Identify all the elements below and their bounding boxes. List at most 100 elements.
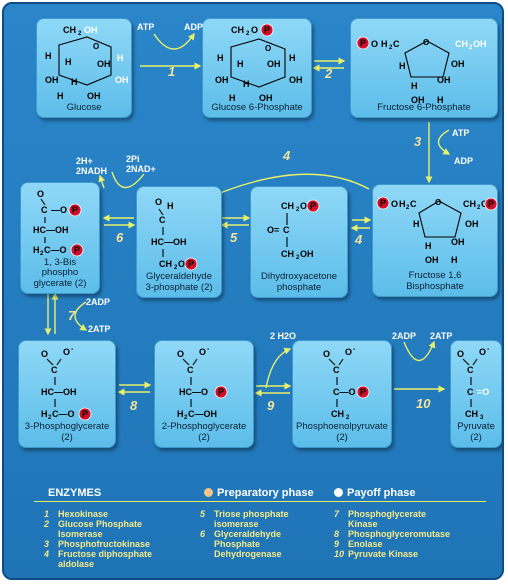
svg-text:2: 2 xyxy=(296,207,300,213)
2-phosphoglycerate-label: 2-Phosphoglycerate(2) xyxy=(155,421,253,443)
h-plus-label: 2H+ xyxy=(76,156,93,166)
step-number-6: 6 xyxy=(116,230,124,245)
svg-text:O: O xyxy=(371,39,378,49)
svg-text:H: H xyxy=(177,409,184,419)
step-number-7: 7 xyxy=(68,308,76,323)
svg-text:H: H xyxy=(45,51,52,61)
svg-text:CH: CH xyxy=(231,25,244,35)
step-number-9: 9 xyxy=(267,398,275,413)
enzyme-2-name-line2: Isomerase xyxy=(58,529,103,539)
step-number-2: 2 xyxy=(325,66,333,81)
svg-text:2: 2 xyxy=(184,415,188,421)
svg-text:2: 2 xyxy=(78,31,82,37)
svg-text:2: 2 xyxy=(389,45,393,51)
preparatory-phase-key: Preparatory phase xyxy=(204,487,314,499)
water-release-curve xyxy=(265,347,292,389)
adp-label-step1: ADP xyxy=(184,22,204,32)
svg-text:CH: CH xyxy=(331,409,344,419)
enzyme-8: 8 Phosphoglyceromutase xyxy=(334,529,450,539)
enzyme-8-name: Phosphoglyceromutase xyxy=(348,529,451,539)
svg-text:OH: OH xyxy=(451,59,465,69)
svg-text:CH: CH xyxy=(465,409,478,419)
adp-label-step3: ADP xyxy=(454,156,474,166)
svg-text:H: H xyxy=(451,255,458,265)
svg-text:2: 2 xyxy=(346,415,350,421)
enzyme-8-num: 8 xyxy=(334,529,340,539)
fructose-bisphosphate-label-line1: Fructose 1,6 xyxy=(408,270,462,281)
3-phosphoglycerate-label-line2: (2) xyxy=(61,431,73,443)
nadh-label: 2H+2NADH xyxy=(76,156,107,176)
svg-text:CH: CH xyxy=(455,39,468,49)
svg-text:OH: OH xyxy=(300,249,314,259)
atp-label-step1: ATP xyxy=(137,22,155,32)
svg-text:O=: O= xyxy=(267,225,279,235)
svg-text:O: O xyxy=(481,199,488,209)
g3p-label-line1: Glyceraldehyde xyxy=(145,271,212,282)
enzyme-2-num: 2 xyxy=(44,519,50,529)
adp-label-step7: 2ADP xyxy=(86,297,111,307)
enzyme-7-name-line2: Kinase xyxy=(348,519,378,529)
nadh-arrow-tip xyxy=(98,174,106,189)
svg-text:P: P xyxy=(188,259,194,269)
enzyme-3-num: 3 xyxy=(44,539,50,549)
enzyme-1-name: Hexokinase xyxy=(58,509,109,519)
svg-text:O: O xyxy=(37,189,44,199)
enzyme-4-name-line2: aldolase xyxy=(58,559,95,569)
bisphosphoglycerate-label-line2: phospho xyxy=(41,267,79,278)
payoff-dot-icon xyxy=(334,488,343,497)
2-phosphoglycerate-label-line2: (2) xyxy=(198,431,210,443)
svg-text:H: H xyxy=(243,79,250,89)
atp-label-step10: 2ATP xyxy=(430,331,453,341)
adp-atp-curve-7 xyxy=(74,301,88,331)
svg-text:P: P xyxy=(72,205,78,215)
nad-nadh-curve xyxy=(111,171,145,189)
svg-text:H: H xyxy=(57,91,64,101)
svg-text:HC—OH: HC—OH xyxy=(33,225,69,235)
svg-text:O: O xyxy=(479,347,486,357)
enzyme-7-name-line1: Phosphoglycerate xyxy=(348,509,427,519)
svg-text:H: H xyxy=(289,53,296,63)
step-number-1: 1 xyxy=(168,64,176,79)
water-label: 2 H2O xyxy=(270,331,297,341)
svg-text:H: H xyxy=(71,77,78,87)
svg-text:3: 3 xyxy=(480,415,484,421)
enzyme-2-name-line1: Glucose Phosphate xyxy=(58,519,143,529)
svg-text:H: H xyxy=(65,57,72,67)
fructose-bisphosphate-label-line2: Bisphosphate xyxy=(406,280,464,292)
svg-text:CH: CH xyxy=(463,199,476,209)
arrow-step-4-curve xyxy=(197,173,370,203)
svg-text:2: 2 xyxy=(469,45,473,51)
svg-text:H: H xyxy=(229,93,236,103)
svg-text:C—O: C—O xyxy=(333,387,356,397)
svg-text:C: C xyxy=(333,365,340,375)
svg-text:O: O xyxy=(93,42,99,51)
pi-label: 2Pi xyxy=(126,154,140,164)
enzyme-5-num: 5 xyxy=(200,509,206,519)
svg-text:HC—OH: HC—OH xyxy=(151,237,187,247)
preparatory-dot-icon xyxy=(204,488,213,497)
svg-text:OH: OH xyxy=(437,75,451,85)
svg-text:O: O xyxy=(457,349,464,359)
svg-text:-: - xyxy=(71,346,74,353)
nad-label: 2NAD+ xyxy=(126,164,156,174)
svg-text:CH: CH xyxy=(159,259,172,269)
enzyme-6-name-line2: Phosphate xyxy=(214,539,261,549)
svg-text:OH: OH xyxy=(451,237,465,247)
3-phosphoglycerate-label: 3-Phosphoglycerate(2) xyxy=(19,421,115,443)
svg-text:C: C xyxy=(467,387,474,397)
svg-text:OH: OH xyxy=(115,75,129,85)
